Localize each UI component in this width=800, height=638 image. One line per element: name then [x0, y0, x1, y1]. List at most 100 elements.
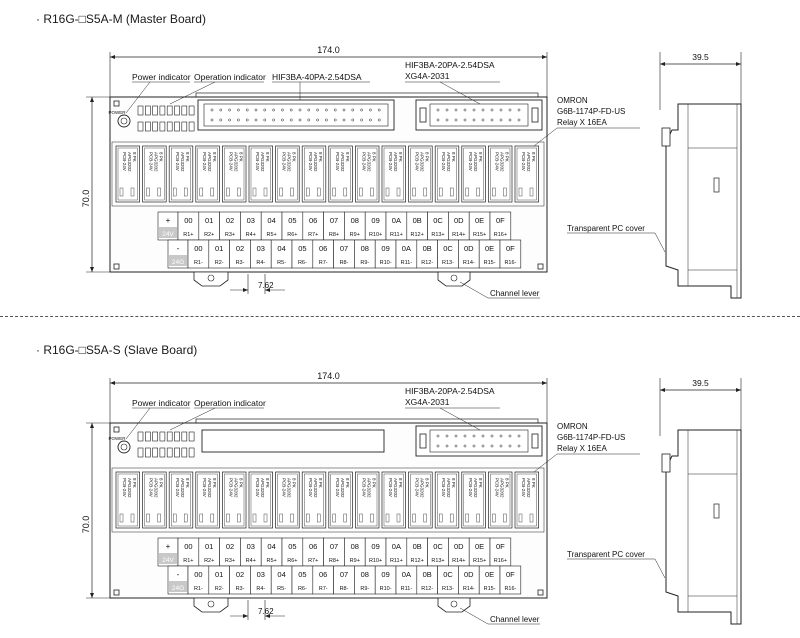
relay-text: APG3202: [526, 152, 531, 172]
terminal-relay: R14-: [463, 586, 475, 592]
terminal-channel: 08: [361, 244, 369, 253]
relay-inner: [437, 147, 458, 201]
relay-socket-pin: [172, 187, 177, 197]
terminal-channel: 04: [277, 570, 285, 579]
terminal-channel: 03: [247, 216, 255, 225]
arrow-head: [110, 55, 115, 59]
connector-pin: [499, 444, 503, 448]
relay-text: APG3202: [499, 478, 504, 498]
operation-led: [145, 105, 151, 116]
relay-text: 8 PK: [212, 478, 217, 488]
terminal-relay: R1+: [183, 558, 193, 564]
relay-inner: [117, 147, 138, 201]
operation-led: [159, 105, 166, 116]
relay-text: 8 PK: [212, 152, 217, 162]
relay-socket-pin: [119, 513, 124, 523]
terminal-channel: 0F: [496, 216, 505, 225]
side-view-tab: [661, 453, 671, 473]
terminal-channel: 0B: [413, 216, 422, 225]
relay-text: PCB-24V: [335, 478, 340, 497]
relay-inner: [490, 147, 511, 201]
relay-socket-pin: [183, 187, 188, 197]
terminal-channel: 0B: [413, 542, 422, 551]
relay-text: 8 PK: [132, 478, 137, 488]
arrow-head: [90, 97, 94, 102]
relay-inner: [357, 147, 378, 201]
operation-led: [159, 447, 166, 458]
relay-text: 8 PK: [318, 478, 323, 488]
operation-led: [188, 447, 195, 458]
terminal-channel: 06: [309, 216, 317, 225]
terminal-relay: R11-: [401, 260, 413, 266]
terminal-relay: R7+: [308, 232, 318, 238]
connector-pin: [342, 108, 346, 112]
relay-socket-pin: [370, 187, 374, 197]
relay-socket-pin: [359, 187, 363, 197]
connector-pin: [436, 434, 440, 438]
connector-pin: [351, 118, 355, 122]
connector-rail: [195, 92, 539, 98]
terminal-channel: 0A: [402, 244, 411, 253]
connector-20pin: [415, 425, 543, 457]
terminal-channel: 06: [319, 244, 327, 253]
operation-led: [152, 105, 158, 116]
terminal-relay: R10-: [380, 586, 392, 592]
relay-inner: [250, 147, 271, 201]
relay-text: APG3202: [446, 152, 451, 172]
terminal-channel: 05: [288, 542, 296, 551]
terminal-channel: 09: [371, 542, 379, 551]
terminal-relay: R6+: [287, 558, 297, 564]
operation-led: [174, 121, 180, 132]
terminal-relay: R15-: [484, 260, 496, 266]
relay-text: PCB-24V: [521, 478, 526, 497]
connector-pin: [254, 118, 258, 122]
terminal-channel: 0D: [464, 570, 474, 579]
relay-socket-pin: [290, 187, 294, 197]
connector-pin: [237, 118, 240, 122]
channel-lever-label: Channel lever: [490, 615, 540, 624]
operation-led: [174, 105, 180, 116]
relay-socket-pin: [263, 187, 268, 197]
operation-led: [152, 447, 158, 458]
relay-socket-pin: [237, 513, 241, 523]
leader-line: [125, 81, 151, 114]
side-view-outline: [665, 429, 742, 625]
operation-led: [152, 431, 158, 442]
operation-led: [145, 121, 151, 132]
relay-socket-pin: [476, 187, 480, 197]
connector-pin: [360, 118, 363, 122]
connector-pin: [263, 118, 267, 122]
relay-socket-frame: [111, 467, 545, 533]
arrow-head: [660, 62, 665, 66]
lever-hole: [450, 600, 458, 608]
relay-text: PCB-24V: [335, 152, 340, 171]
operation-led: [145, 447, 151, 458]
terminal-relay: R5-: [277, 260, 286, 266]
relay-socket-pin: [343, 187, 347, 197]
relay-label: OMRON: [557, 96, 588, 105]
leader-line: [125, 407, 151, 440]
connector-pin: [472, 444, 476, 448]
relay-inner: [197, 147, 218, 201]
relay-socket-pin: [465, 187, 469, 197]
terminal-relay: R8-: [340, 260, 349, 266]
operation-led: [137, 121, 144, 132]
terminal-channel: 04: [277, 244, 285, 253]
connector-pin: [333, 118, 337, 122]
operation-led: [159, 121, 166, 132]
relay-text: PCB-24V: [388, 478, 393, 497]
terminal-relay: R2-: [215, 260, 224, 266]
relay-text: 8 PK: [345, 152, 350, 162]
connector-pin: [436, 444, 440, 448]
power-led: [117, 114, 131, 128]
relay-socket-pin: [385, 187, 390, 197]
connector-pin: [445, 108, 449, 112]
terminal-channel: 0D: [464, 244, 474, 253]
terminal-relay: R14+: [452, 558, 465, 564]
terminal-relay: R14+: [452, 232, 465, 238]
connector-pin: [454, 118, 458, 122]
operation-led: [181, 447, 188, 458]
terminal-channel: 09: [381, 570, 389, 579]
terminal-channel: 0A: [392, 542, 401, 551]
relay-socket-pin: [317, 187, 321, 197]
